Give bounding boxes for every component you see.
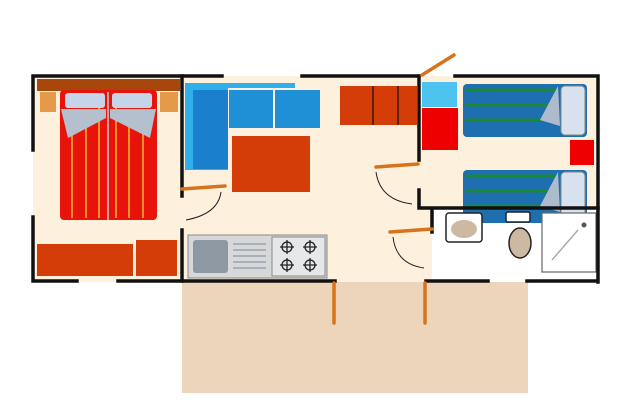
bathroom bbox=[445, 211, 597, 273]
door-twin-bedroom[interactable] bbox=[374, 162, 420, 169]
single-bed bbox=[463, 84, 587, 137]
toilet-bowl bbox=[508, 227, 532, 259]
walls bbox=[31, 74, 600, 284]
nightstand-right bbox=[160, 92, 178, 112]
headboard bbox=[37, 79, 180, 91]
wardrobe bbox=[37, 244, 133, 276]
stove bbox=[271, 236, 326, 277]
kitchen-counter bbox=[187, 234, 328, 279]
sink bbox=[193, 240, 228, 273]
sofa-cushion bbox=[229, 90, 273, 128]
cabinet bbox=[340, 86, 417, 125]
sofa-back bbox=[185, 83, 295, 88]
door-bathroom[interactable] bbox=[388, 227, 434, 234]
door-master-bedroom[interactable] bbox=[180, 184, 227, 191]
pillow bbox=[65, 93, 105, 108]
folded-sheet bbox=[110, 109, 156, 138]
door-swing-arcs bbox=[185, 171, 425, 269]
sofa-cushion bbox=[275, 90, 320, 128]
dining-table bbox=[232, 136, 310, 192]
sofa-seat bbox=[193, 90, 228, 169]
shower bbox=[541, 212, 597, 273]
folded-sheet bbox=[61, 109, 106, 138]
living-area bbox=[185, 83, 417, 192]
master-bedroom bbox=[37, 79, 180, 276]
doors bbox=[180, 53, 456, 325]
door-entrance[interactable] bbox=[420, 53, 456, 77]
toilet-tank bbox=[505, 211, 531, 223]
pillow bbox=[112, 93, 152, 108]
terrace bbox=[182, 282, 528, 393]
burner-icon bbox=[280, 240, 317, 272]
dresser bbox=[136, 240, 177, 276]
nightstand-left bbox=[40, 92, 56, 112]
